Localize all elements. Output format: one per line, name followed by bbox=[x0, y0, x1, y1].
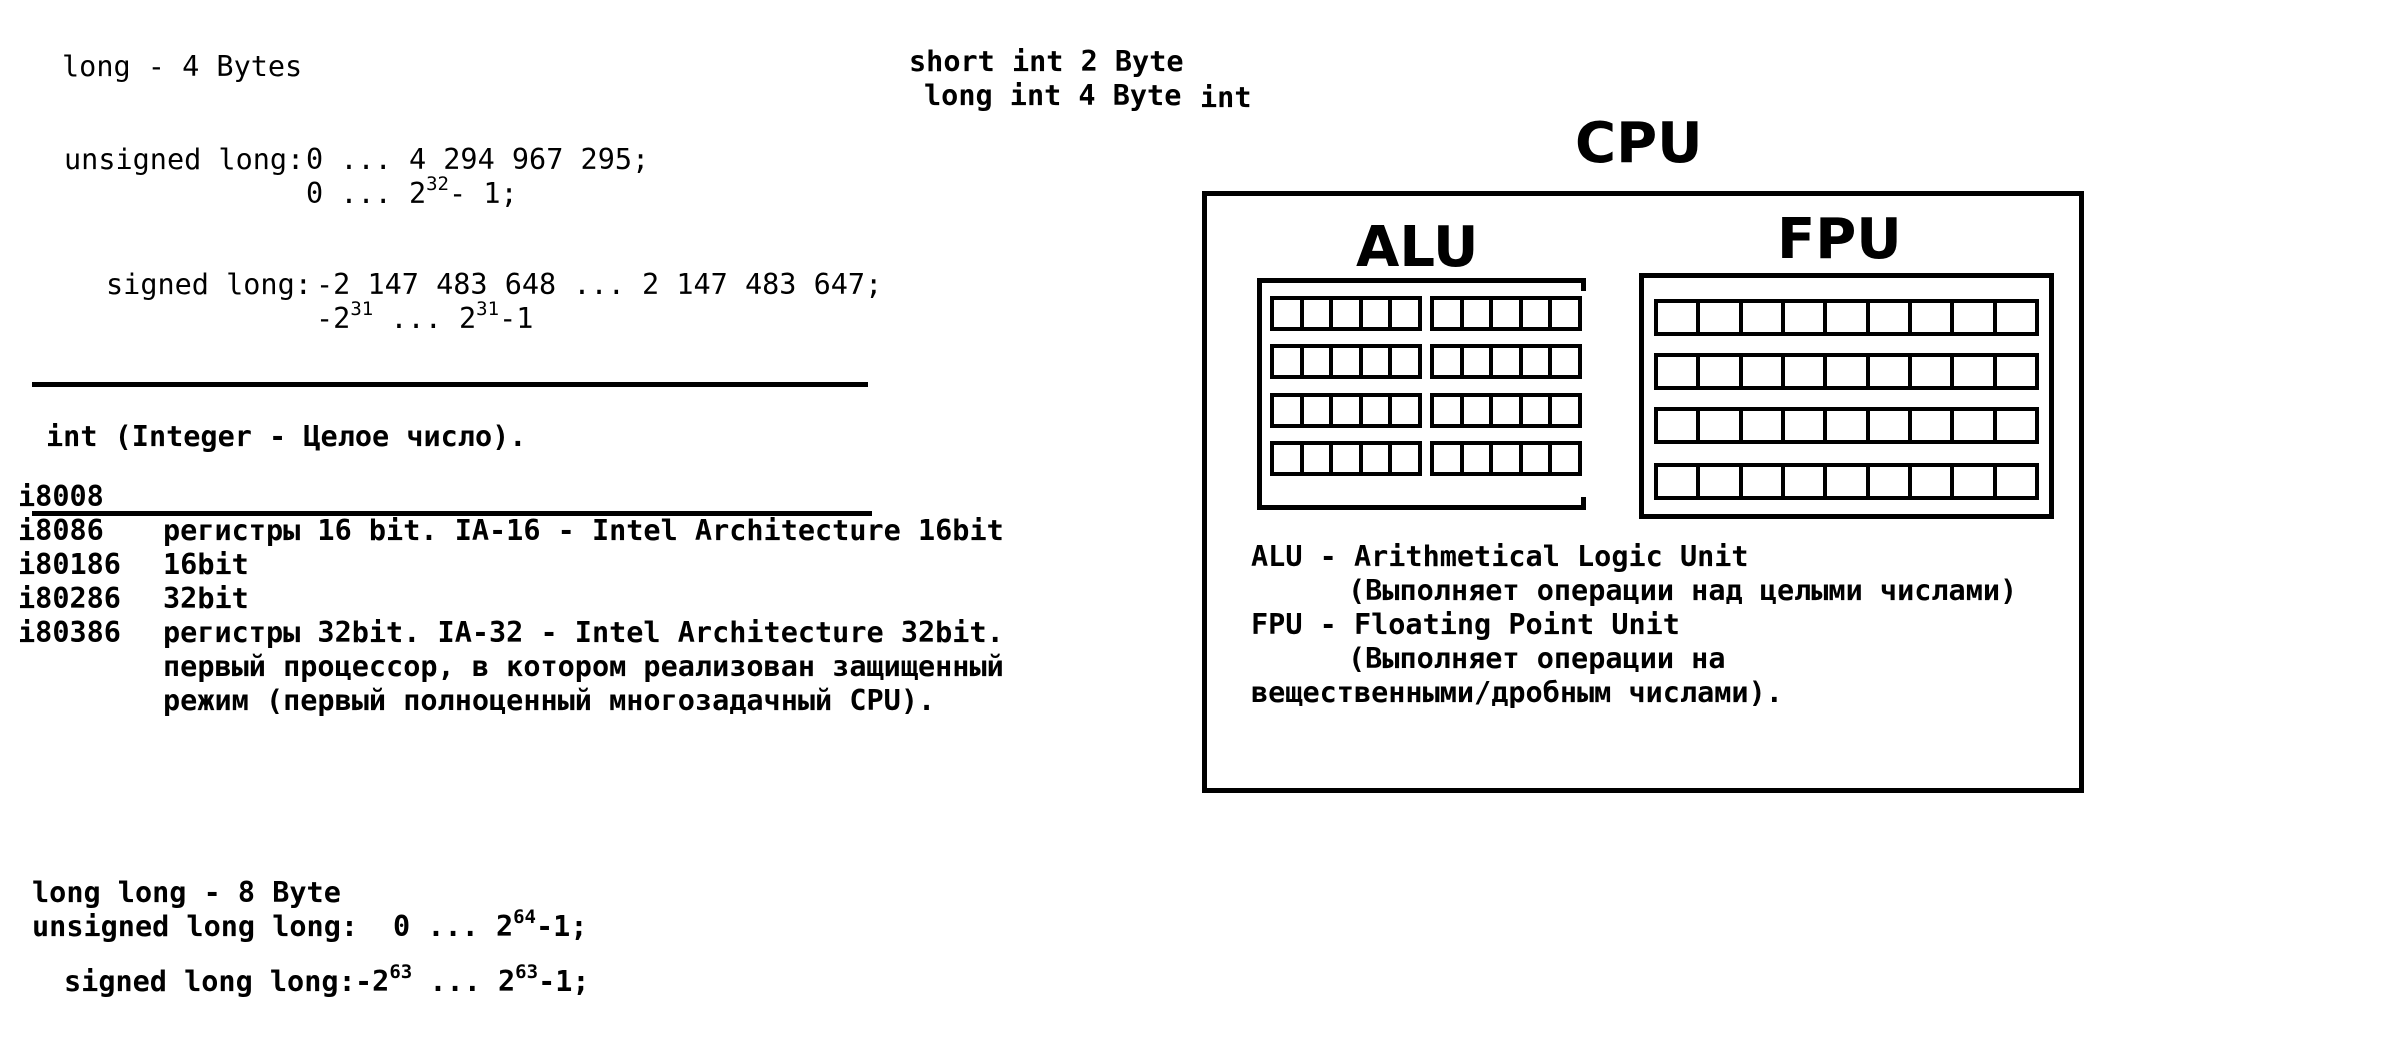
cpu-title: CPU bbox=[1575, 111, 1703, 176]
processor-desc: 16bit bbox=[163, 548, 249, 581]
alu-register bbox=[1270, 296, 1422, 331]
signed-long-long-range: -263 ... 263-1; bbox=[355, 961, 590, 999]
processor-desc: регистры 16 bit. IA-16 - Intel Architect… bbox=[163, 514, 1004, 547]
unsigned-long-power-range: 0 ... 232- 1; bbox=[306, 173, 518, 211]
fpu-description-detail: вещественными/дробным числами). bbox=[1251, 676, 1783, 709]
fpu-register bbox=[1654, 299, 2039, 336]
cpu-box bbox=[1202, 191, 2084, 793]
signed-long-long-label: signed long long: bbox=[64, 965, 356, 998]
fpu-description-detail: (Выполняет операции на bbox=[1348, 642, 1726, 675]
i80386-note-line: режим (первый полноценный многозадачный … bbox=[163, 684, 936, 717]
alu-description: ALU - Arithmetical Logic Unit bbox=[1251, 540, 1749, 573]
signed-long-range: -2 147 483 648 ... 2 147 483 647; bbox=[316, 268, 883, 301]
fpu-register bbox=[1654, 407, 2039, 444]
long-long-size: long long - 8 Byte bbox=[32, 876, 341, 909]
alu-frame bbox=[1257, 278, 1586, 510]
processor-name: i8086 bbox=[18, 514, 104, 547]
processor-divider bbox=[32, 511, 872, 516]
unsigned-long-long-label: unsigned long long: bbox=[32, 910, 359, 943]
fpu-label: FPU bbox=[1777, 207, 1902, 272]
alu-register bbox=[1270, 393, 1422, 428]
alu-register bbox=[1430, 344, 1582, 379]
fpu-register bbox=[1654, 353, 2039, 390]
short-int-note: short int 2 Byte bbox=[909, 45, 1184, 78]
unsigned-long-long-range: 0 ... 264-1; bbox=[393, 906, 588, 944]
unsigned-long-label: unsigned long: bbox=[64, 143, 305, 176]
processor-desc: 32bit bbox=[163, 582, 249, 615]
unsigned-long-range: 0 ... 4 294 967 295; bbox=[306, 143, 650, 176]
processor-name: i80286 bbox=[18, 582, 121, 615]
alu-register bbox=[1430, 296, 1582, 331]
alu-frame-tick bbox=[1581, 278, 1586, 291]
processor-desc: регистры 32bit. IA-32 - Intel Architectu… bbox=[163, 616, 1004, 649]
alu-register bbox=[1430, 393, 1582, 428]
alu-register bbox=[1430, 441, 1582, 476]
fpu-frame bbox=[1639, 273, 2054, 519]
i80386-note-line: первый процессор, в котором реализован з… bbox=[163, 650, 1004, 683]
signed-long-power-range: -231 ... 231-1 bbox=[316, 298, 534, 336]
processor-name: i8008 bbox=[18, 480, 104, 513]
processor-name: i80386 bbox=[18, 616, 121, 649]
long-int-note: long int 4 Byte bbox=[924, 79, 1182, 112]
alu-label: ALU bbox=[1356, 215, 1479, 280]
alu-register bbox=[1270, 441, 1422, 476]
int-note: int bbox=[1200, 81, 1252, 114]
alu-description-detail: (Выполняет операции над целыми числами) bbox=[1348, 574, 2018, 607]
long-size-note: long - 4 Bytes bbox=[62, 50, 303, 83]
int-heading: int (Integer - Целое число). bbox=[46, 420, 527, 453]
section-divider bbox=[32, 382, 868, 387]
fpu-register bbox=[1654, 463, 2039, 500]
signed-long-label: signed long: bbox=[106, 268, 312, 301]
fpu-description: FPU - Floating Point Unit bbox=[1251, 608, 1680, 641]
processor-name: i80186 bbox=[18, 548, 121, 581]
alu-frame-tick bbox=[1581, 497, 1586, 510]
alu-register bbox=[1270, 344, 1422, 379]
